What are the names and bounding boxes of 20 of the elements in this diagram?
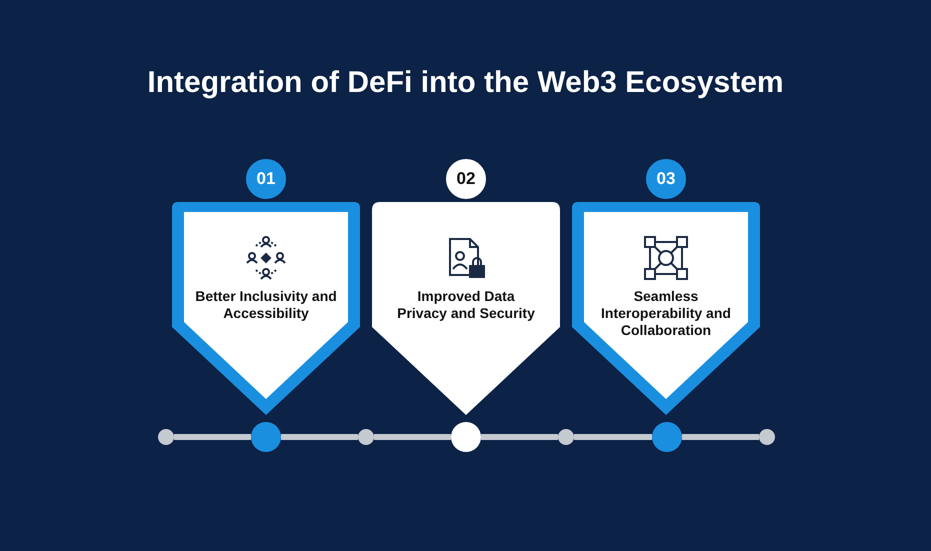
step-number-badge: 01 [243,156,289,202]
step-number-badge: 03 [643,156,689,202]
timeline-dot [451,422,481,452]
timeline-dot [158,429,174,445]
timeline-segment [374,434,451,440]
timeline-dot [251,422,281,452]
timeline-dot [759,429,775,445]
timeline-segment [682,434,759,440]
card-heading: Better Inclusivity and Accessibility [194,288,338,322]
timeline-dot [358,429,374,445]
timeline-segment [574,434,652,440]
timeline-segment [481,434,558,440]
step-number-badge: 02 [443,156,489,202]
timeline-segment [281,434,358,440]
card-heading: Seamless Interoperability and Collaboration [600,288,732,339]
card-heading: Improved Data Privacy and Security [396,288,536,322]
timeline-dot [558,429,574,445]
timeline-segment [174,434,251,440]
diagram-title: Integration of DeFi into the Web3 Ecosystem [146,66,785,100]
timeline-dot [652,422,682,452]
